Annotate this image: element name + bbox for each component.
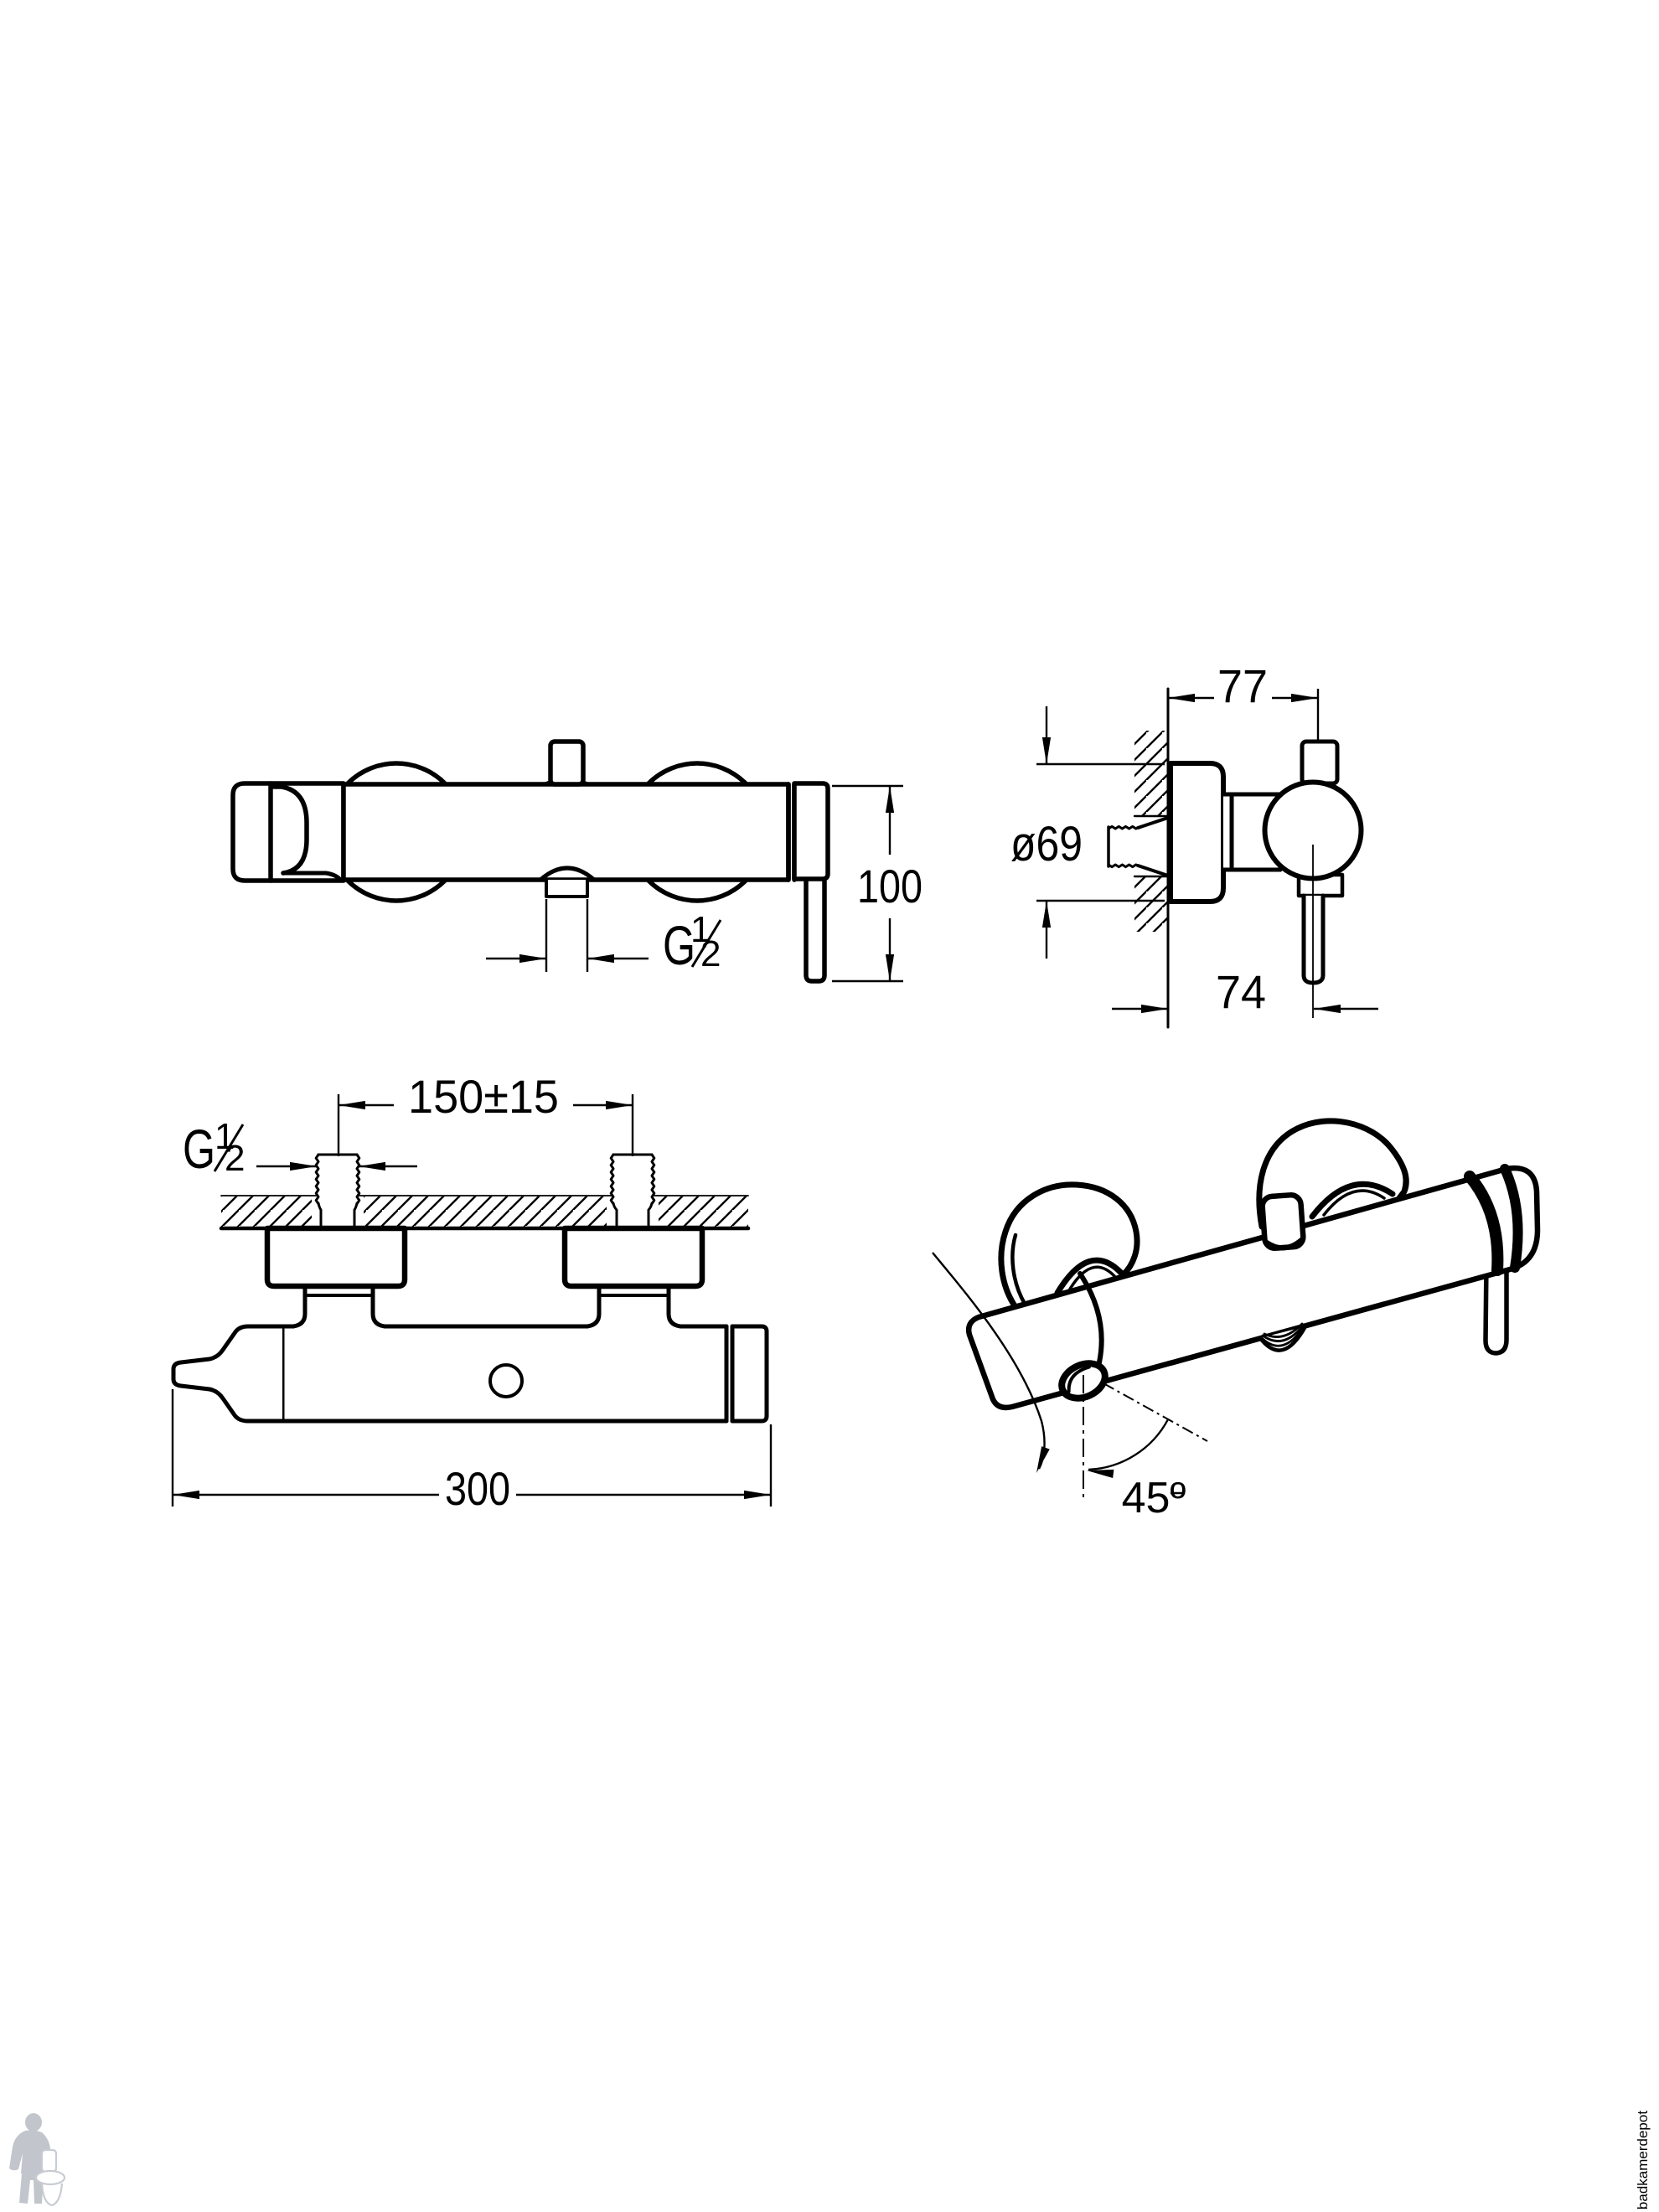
- svg-text:1: 1: [214, 1116, 235, 1157]
- svg-text:77: 77: [1217, 659, 1268, 712]
- svg-text:100: 100: [857, 860, 923, 912]
- svg-text:2: 2: [700, 933, 721, 974]
- svg-text:badkamerdepot: badkamerdepot: [1635, 2111, 1651, 2209]
- svg-text:150±15: 150±15: [408, 1070, 559, 1123]
- svg-text:G: G: [183, 1118, 215, 1180]
- svg-text:G: G: [663, 914, 695, 976]
- svg-text:45º: 45º: [1122, 1474, 1186, 1522]
- svg-text:ø69: ø69: [1010, 817, 1083, 871]
- svg-text:300: 300: [445, 1462, 510, 1515]
- svg-text:2: 2: [225, 1138, 245, 1179]
- svg-text:74: 74: [1216, 965, 1266, 1018]
